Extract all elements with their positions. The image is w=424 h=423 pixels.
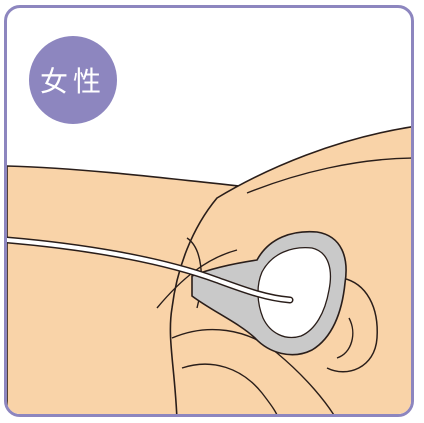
illustration-frame: 女性 bbox=[4, 5, 414, 417]
gender-badge: 女性 bbox=[29, 36, 117, 124]
